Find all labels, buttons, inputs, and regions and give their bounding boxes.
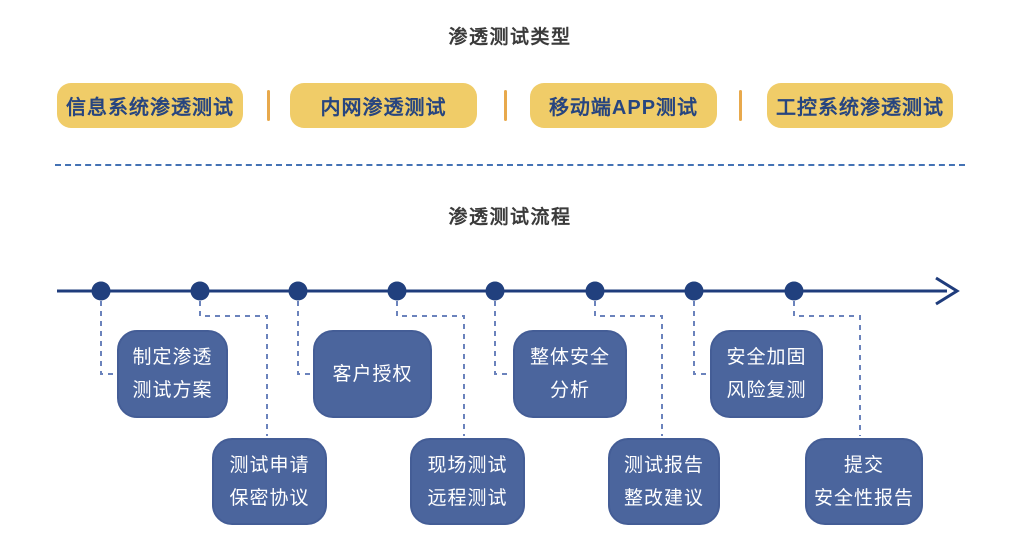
flow-step-label: 分析	[549, 380, 590, 401]
flow-step-label: 制定渗透	[132, 347, 213, 368]
flow-step-label: 测试申请	[229, 454, 310, 476]
flow-connector	[100, 301, 115, 375]
flow-connector	[396, 301, 465, 436]
flow-step-box-hardening-retest: 安全加固 风险复测	[710, 330, 823, 418]
flow-step-label: 提交	[843, 454, 884, 476]
flow-connector	[494, 301, 511, 375]
types-section-title: 渗透测试类型	[448, 27, 572, 48]
flow-step-label: 安全加固	[726, 347, 807, 368]
timeline-dot	[784, 281, 804, 301]
flow-step-box-onsite-remote-test: 现场测试 远程测试	[410, 438, 525, 525]
flow-step-label: 客户授权	[332, 363, 413, 385]
flow-step-label: 整改建议	[623, 487, 704, 509]
flow-section-title: 渗透测试流程	[448, 207, 572, 228]
flow-step-box-final-report: 提交 安全性报告	[805, 438, 923, 525]
section-divider	[55, 164, 965, 166]
flow-step-label: 现场测试	[427, 454, 508, 476]
type-pill-intranet: 内网渗透测试	[290, 83, 477, 128]
flow-step-label: 风险复测	[726, 380, 807, 401]
timeline-dots	[91, 281, 804, 301]
timeline-dot	[485, 281, 505, 301]
timeline-dot	[91, 281, 111, 301]
flow-step-label: 保密协议	[229, 487, 310, 509]
flow-step-box-analysis: 整体安全 分析	[513, 330, 627, 418]
type-pill-ics: 工控系统渗透测试	[767, 83, 953, 128]
flow-step-label: 远程测试	[427, 487, 508, 509]
flow-step-label: 测试方案	[132, 380, 213, 401]
flow-connector	[199, 301, 268, 436]
flow-connector	[793, 301, 861, 436]
pill-separator	[267, 90, 270, 121]
flow-connector	[297, 301, 311, 375]
flow-step-box-authorization: 客户授权	[313, 330, 432, 418]
flow-connectors	[100, 301, 861, 436]
flow-step-box-application-nda: 测试申请 保密协议	[212, 438, 327, 525]
timeline-dot	[288, 281, 308, 301]
pill-separator	[739, 90, 742, 121]
type-pill-mobile-app: 移动端APP测试	[530, 83, 717, 128]
flow-connector	[594, 301, 663, 436]
flow-step-label: 安全性报告	[813, 487, 914, 509]
flow-step-box-plan: 制定渗透 测试方案	[117, 330, 228, 418]
flow-step-label: 整体安全	[529, 347, 610, 368]
flow-step-label: 测试报告	[623, 454, 704, 476]
timeline-dot	[585, 281, 605, 301]
timeline-dot	[387, 281, 407, 301]
flow-connector	[693, 301, 708, 375]
timeline-arrow-icon	[935, 276, 960, 306]
flow-step-box-report-suggestions: 测试报告 整改建议	[608, 438, 720, 525]
pill-separator	[504, 90, 507, 121]
timeline-dot	[684, 281, 704, 301]
timeline-dot	[190, 281, 210, 301]
type-pill-info-system: 信息系统渗透测试	[57, 83, 243, 128]
